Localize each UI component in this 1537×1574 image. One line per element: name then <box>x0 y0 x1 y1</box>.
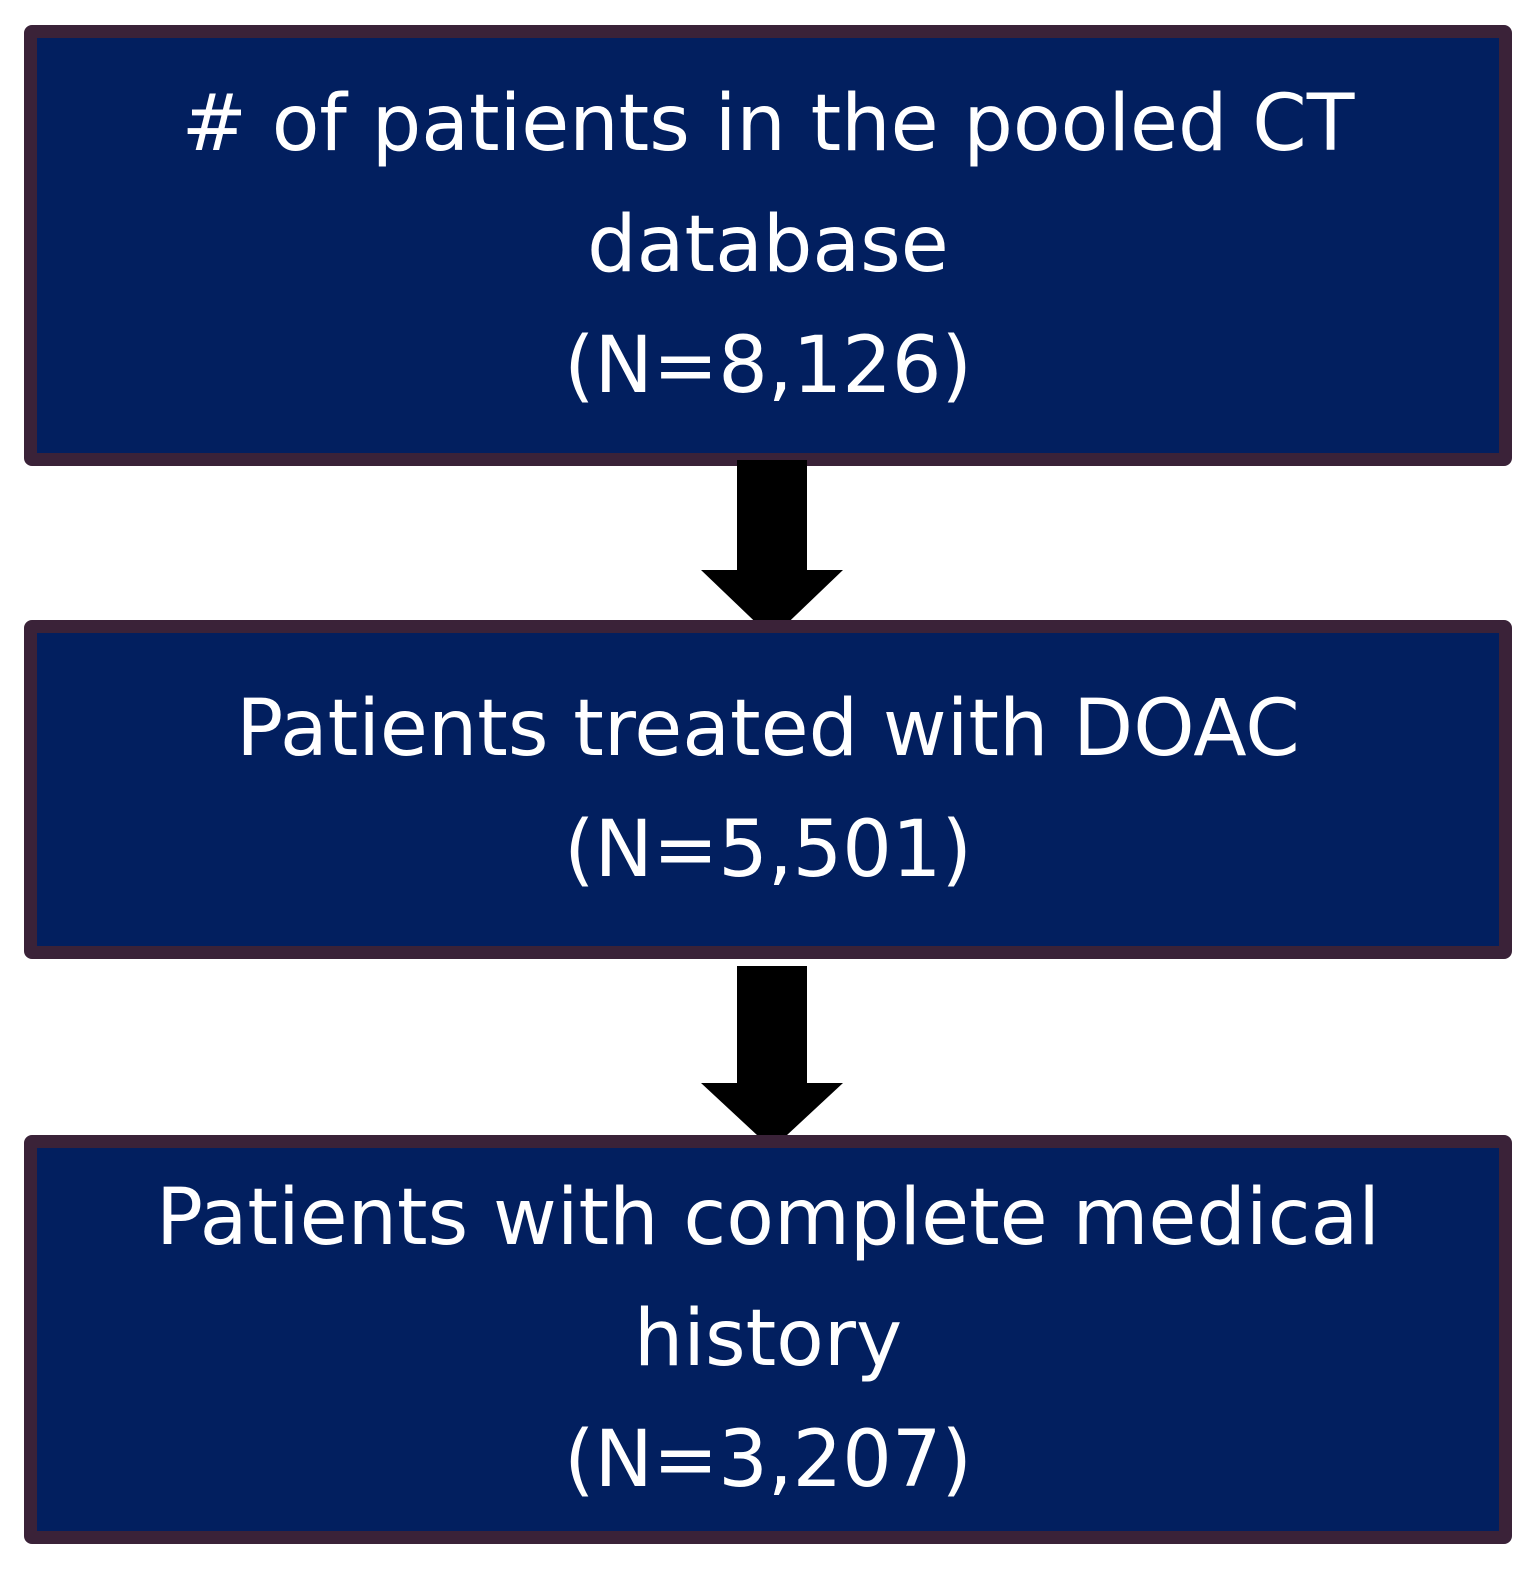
step-2-label: Patients treated with DOAC <box>236 683 1300 774</box>
step-box-complete-medical-history: Patients with complete medical history (… <box>24 1135 1512 1544</box>
step-box-patients-pooled-ct: # of patients in the pooled CT database … <box>24 25 1512 466</box>
step-3-count: (N=3,207) <box>564 1415 972 1505</box>
step-2-count: (N=5,501) <box>564 804 972 895</box>
down-arrow-icon <box>701 966 843 1149</box>
step-1-label-line-1: # of patients in the pooled CT <box>181 79 1355 169</box>
step-3-label-line-2: history <box>633 1294 903 1384</box>
step-3-label-line-1: Patients with complete medical <box>156 1173 1380 1263</box>
step-box-treated-with-doac: Patients treated with DOAC (N=5,501) <box>24 620 1512 959</box>
down-arrow-icon <box>701 460 843 638</box>
step-1-label-line-2: database <box>587 200 949 290</box>
step-1-count: (N=8,126) <box>564 321 972 411</box>
